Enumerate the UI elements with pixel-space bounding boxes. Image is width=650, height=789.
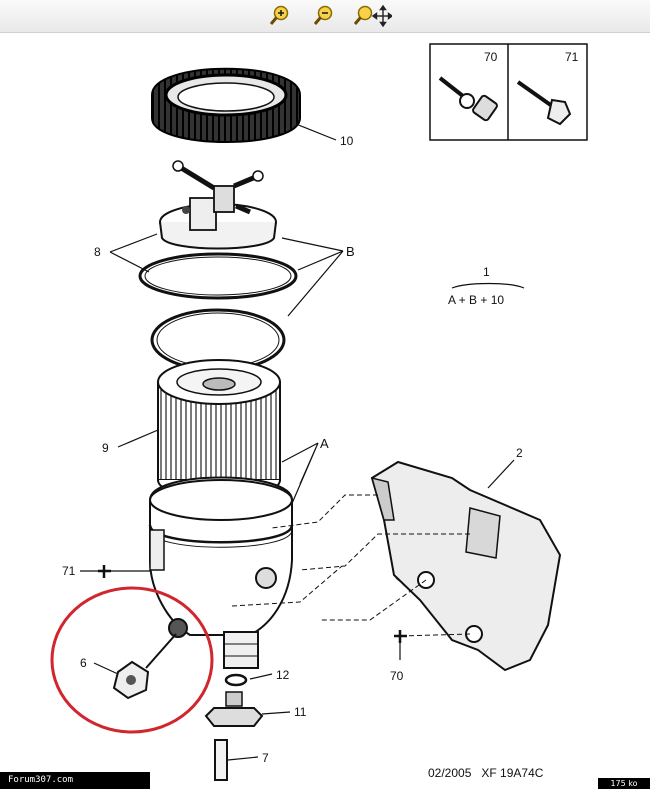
toolbar <box>0 0 650 33</box>
callout-6: 6 <box>80 656 87 670</box>
drain-plug-part <box>204 691 264 727</box>
fixing-point-71-icon <box>98 565 111 578</box>
callout-71: 71 <box>62 564 76 578</box>
site-watermark: Forum307.com <box>0 772 150 789</box>
kit-number: 1 <box>483 265 490 279</box>
callout-8: 8 <box>94 245 101 259</box>
callout-2: 2 <box>516 446 523 460</box>
kit-formula: A + B + 10 <box>448 293 504 307</box>
inset-label-71: 71 <box>565 50 579 64</box>
reference-code: 02/2005 XF 19A74C <box>428 766 544 780</box>
fixing-point-70-icon <box>394 630 407 643</box>
callout-12: 12 <box>276 668 290 682</box>
o-ring-part <box>224 673 248 687</box>
drain-tube-part <box>214 739 228 781</box>
zoom-in-icon[interactable] <box>268 4 292 28</box>
callout-9: 9 <box>102 441 109 455</box>
file-size-badge: 175 ko <box>598 778 650 789</box>
drain-valve-part <box>112 633 177 700</box>
filter-head <box>159 160 277 250</box>
flange-bolt-icon <box>516 80 572 126</box>
callout-B: B <box>346 244 355 259</box>
exploded-diagram: 70 71 10 8 <box>50 43 588 781</box>
callout-A: A <box>320 436 329 451</box>
seal-upper <box>138 252 298 300</box>
inset-label-70: 70 <box>484 50 498 64</box>
callout-70: 70 <box>390 669 404 683</box>
zoom-pan-icon[interactable] <box>352 4 392 28</box>
filter-housing <box>148 476 294 669</box>
highlight-circle <box>50 586 214 734</box>
callout-7: 7 <box>262 751 269 765</box>
assembly-lines <box>231 494 471 637</box>
zoom-out-icon[interactable] <box>312 4 336 28</box>
top-cap-ring <box>151 67 301 143</box>
callout-10: 10 <box>340 134 354 148</box>
callout-11: 11 <box>294 705 307 719</box>
screw-with-spacer-icon <box>438 76 498 122</box>
inset-box: 70 71 <box>429 43 588 141</box>
filter-cartridge <box>157 359 281 499</box>
